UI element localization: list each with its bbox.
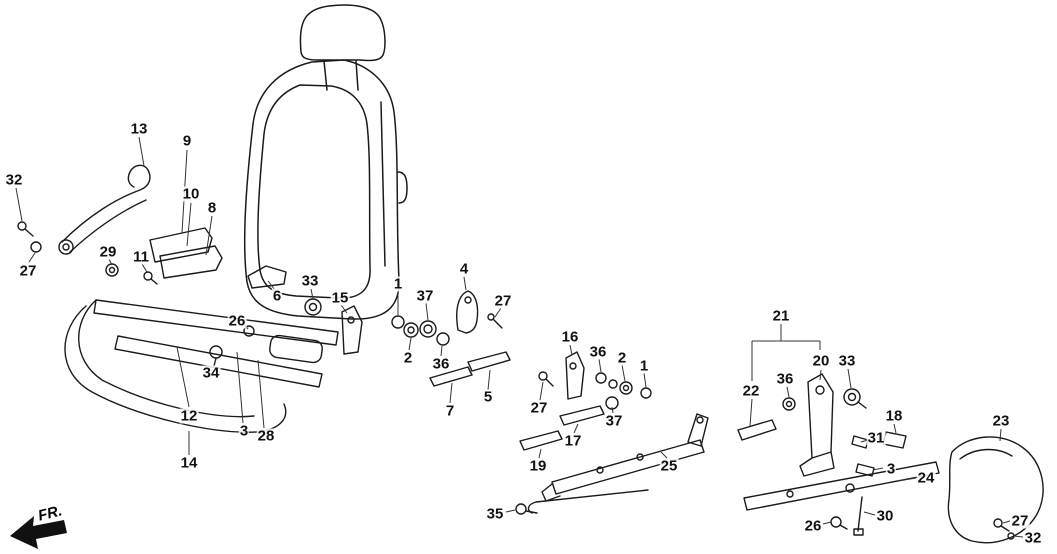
part-callout-19: 19 <box>528 457 548 475</box>
part-callout-33: 33 <box>837 352 857 370</box>
part-callout-26: 26 <box>227 312 247 330</box>
part-callout-26: 26 <box>803 517 823 535</box>
part-callout-36: 36 <box>775 370 795 388</box>
part-callout-23: 23 <box>991 412 1011 430</box>
part-callout-33: 33 <box>300 272 320 290</box>
part-callout-34: 34 <box>201 364 221 382</box>
part-callout-35: 35 <box>485 505 505 523</box>
part-callout-22: 22 <box>741 382 761 400</box>
part-callout-18: 18 <box>884 407 904 425</box>
part-callout-31: 31 <box>866 429 886 447</box>
part-callout-3: 3 <box>238 422 250 440</box>
center-hardware-art <box>391 290 511 387</box>
part-callout-1: 1 <box>638 357 650 375</box>
part-callout-20: 20 <box>811 352 831 370</box>
part-callout-24: 24 <box>916 469 936 487</box>
part-callout-5: 5 <box>482 388 494 406</box>
part-callout-12: 12 <box>179 407 199 425</box>
part-callout-25: 25 <box>659 457 679 475</box>
part-callout-27: 27 <box>18 262 38 280</box>
part-callout-27: 27 <box>1010 512 1030 530</box>
part-callout-10: 10 <box>181 185 201 203</box>
part-callout-9: 9 <box>181 132 193 150</box>
part-callout-28: 28 <box>256 427 276 445</box>
fr-arrow-icon <box>10 516 67 549</box>
part-callout-6: 6 <box>271 287 283 305</box>
right-adjuster-art <box>737 373 1044 544</box>
part-callout-27: 27 <box>493 292 513 310</box>
part-callout-1: 1 <box>392 275 404 293</box>
part-callout-37: 37 <box>415 287 435 305</box>
part-callout-30: 30 <box>875 507 895 525</box>
part-callout-36: 36 <box>588 343 608 361</box>
left-adjuster-art <box>17 164 363 433</box>
part-callout-13: 13 <box>129 120 149 138</box>
part-callout-2: 2 <box>402 349 414 367</box>
part-callout-29: 29 <box>98 243 118 261</box>
part-callout-3: 3 <box>885 460 897 478</box>
part-callout-2: 2 <box>616 349 628 367</box>
part-callout-17: 17 <box>563 432 583 450</box>
part-callout-27: 27 <box>529 399 549 417</box>
center-rail-assembly-art <box>515 351 709 515</box>
part-callout-37: 37 <box>604 412 624 430</box>
part-callout-21: 21 <box>771 307 791 325</box>
part-callout-32: 32 <box>4 171 24 189</box>
part-callout-7: 7 <box>444 402 456 420</box>
part-callout-32: 32 <box>1023 529 1043 547</box>
part-callout-16: 16 <box>560 328 580 346</box>
part-callout-15: 15 <box>330 289 350 307</box>
part-callout-8: 8 <box>206 199 218 217</box>
part-callout-14: 14 <box>179 454 199 472</box>
part-callout-36: 36 <box>431 355 451 373</box>
part-callout-11: 11 <box>132 248 150 266</box>
part-callout-4: 4 <box>458 260 470 278</box>
